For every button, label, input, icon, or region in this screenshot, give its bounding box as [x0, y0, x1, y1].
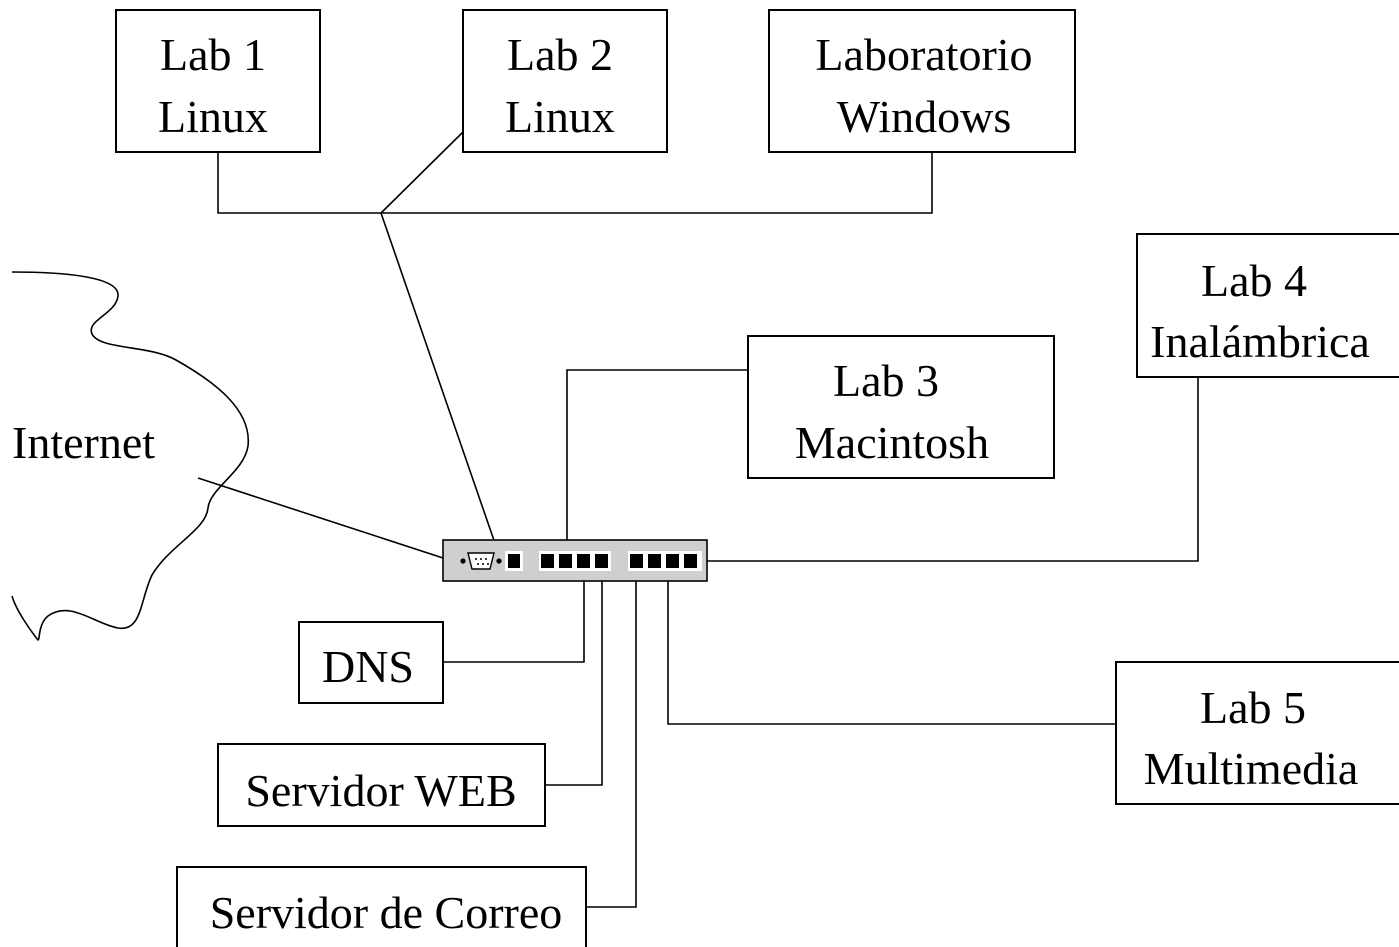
- node-lab2-line2: Linux: [505, 91, 615, 142]
- node-lab5: Lab 5 Multimedia: [1115, 661, 1399, 805]
- node-lab4-line1: Lab 4: [1201, 255, 1307, 306]
- wire-mail-hub: [586, 575, 637, 908]
- port-icon: [684, 554, 697, 568]
- port-icon: [541, 554, 554, 568]
- port-icon: [595, 554, 608, 568]
- wire-lab1-backbone: [217, 152, 933, 214]
- node-lab-windows-line2: Windows: [837, 91, 1011, 142]
- node-lab4-line2: Inalámbrica: [1150, 316, 1370, 367]
- node-lab4: Lab 4 Inalámbrica: [1136, 233, 1399, 378]
- port-icon: [666, 554, 679, 568]
- dns-label: DNS: [322, 641, 414, 692]
- node-lab-windows: Laboratorio Windows: [768, 9, 1076, 153]
- wire-lab5-hub: [667, 575, 1116, 725]
- wire-lab3-hub: [566, 369, 748, 555]
- node-lab5-line1: Lab 5: [1200, 682, 1306, 733]
- node-mail-server: Servidor de Correo: [176, 866, 587, 947]
- wire-internet-hub: [197, 477, 444, 559]
- internet-label: Internet: [12, 417, 155, 468]
- port-icon: [648, 554, 661, 568]
- connections: [197, 131, 1199, 908]
- console-port-icon: [460, 552, 502, 570]
- node-web-server: Servidor WEB: [217, 743, 546, 827]
- wire-backbone-hub: [380, 212, 499, 553]
- node-internet: Internet: [12, 417, 155, 468]
- wire-lab2-backbone: [380, 131, 464, 214]
- network-switch-icon: [442, 539, 708, 582]
- uplink-port-icon: [508, 554, 520, 568]
- node-lab3: Lab 3 Macintosh: [747, 335, 1055, 479]
- internet-boundary-curve: [11, 271, 249, 641]
- web-server-label: Servidor WEB: [245, 765, 516, 816]
- node-lab2-line1: Lab 2: [507, 29, 613, 80]
- node-lab2: Lab 2 Linux: [462, 9, 668, 153]
- node-lab-windows-line1: Laboratorio: [815, 29, 1032, 80]
- node-lab1-line1: Lab 1: [160, 29, 266, 80]
- wire-web-hub: [545, 575, 603, 786]
- node-lab1-line2: Linux: [158, 91, 268, 142]
- wire-lab4-hub: [707, 377, 1199, 562]
- port-icon: [577, 554, 590, 568]
- port-icon: [630, 554, 643, 568]
- port-icon: [559, 554, 572, 568]
- wire-dns-hub: [443, 575, 585, 663]
- node-lab3-line2: Macintosh: [795, 417, 989, 468]
- node-lab3-line1: Lab 3: [833, 355, 939, 406]
- mail-server-label: Servidor de Correo: [210, 887, 563, 938]
- node-lab5-line2: Multimedia: [1144, 743, 1359, 794]
- node-dns: DNS: [298, 621, 444, 704]
- node-lab1: Lab 1 Linux: [115, 9, 321, 153]
